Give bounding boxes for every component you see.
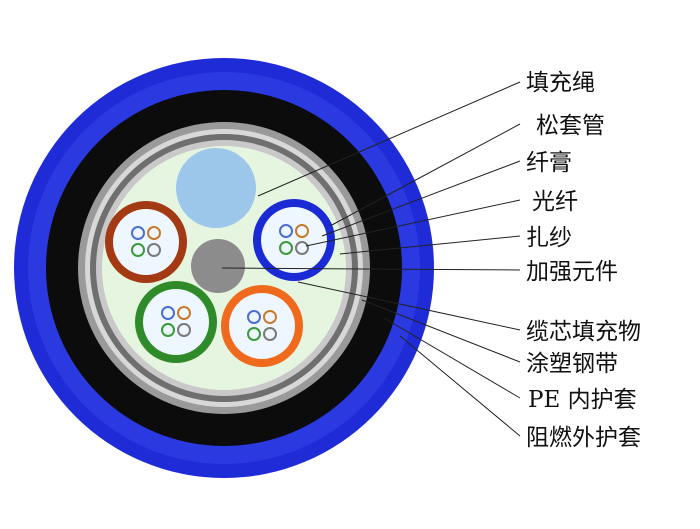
label-fiber-gel: 纤膏 xyxy=(526,150,572,176)
leader-core-filler xyxy=(297,281,521,331)
loose-tube-green xyxy=(135,281,217,363)
loose-tube-red xyxy=(105,201,187,283)
leader-coated-steel-tape xyxy=(361,299,521,363)
label-filler-rope: 填充绳 xyxy=(526,70,595,96)
leader-pe-inner-sheath xyxy=(383,317,521,399)
leader-strength-member xyxy=(221,267,521,271)
label-optical-fiber: 光纤 xyxy=(532,189,578,215)
label-loose-tube: 松套管 xyxy=(536,113,605,139)
label-strength-member: 加强元件 xyxy=(526,259,618,285)
label-pe-inner-sheath: PE 内护套 xyxy=(528,387,637,413)
leader-filler-rope xyxy=(257,81,521,197)
label-list: 填充绳 松套管 纤膏 光纤 扎纱 加强元件 缆芯填充物 涂塑钢带 PE 内护套 … xyxy=(526,70,641,451)
leader-optical-fiber xyxy=(305,199,521,247)
leader-outer-sheath xyxy=(399,335,521,437)
loose-tube-blue xyxy=(253,199,335,281)
strength-member-element xyxy=(191,239,245,293)
leader-binder-yarn xyxy=(339,235,521,255)
leader-loose-tube xyxy=(329,123,521,227)
label-binder-yarn: 扎纱 xyxy=(526,225,572,251)
label-coated-steel-tape: 涂塑钢带 xyxy=(526,351,618,377)
label-core-filler: 缆芯填充物 xyxy=(526,319,641,345)
leader-fiber-gel xyxy=(321,160,521,237)
leader-lines xyxy=(221,81,521,437)
filler-rope-element xyxy=(176,148,256,228)
label-outer-sheath: 阻燃外护套 xyxy=(526,425,641,451)
loose-tube-orange xyxy=(221,285,303,367)
